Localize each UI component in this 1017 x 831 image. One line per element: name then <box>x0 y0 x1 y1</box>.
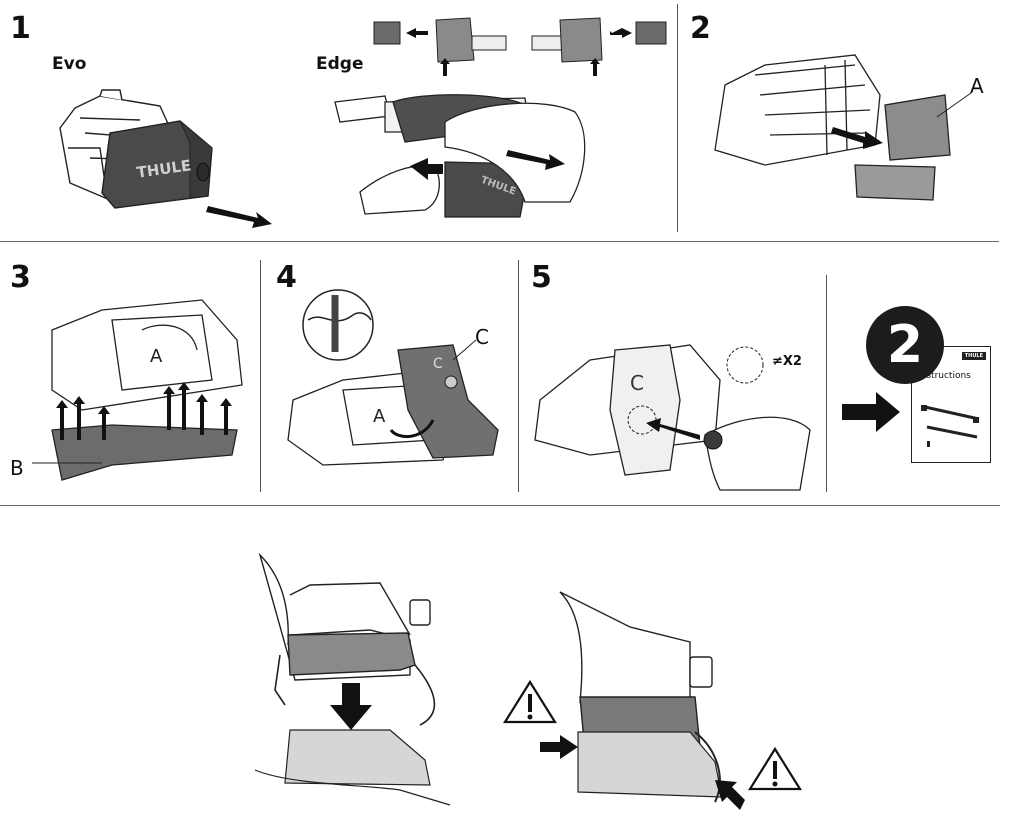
row-divider-top <box>0 241 999 242</box>
step4-step5-divider <box>518 260 519 492</box>
roof-left <box>284 729 431 786</box>
warning-arrow-left <box>540 735 578 759</box>
step-number-2: 2 <box>690 11 711 46</box>
callout-b: B <box>10 456 24 480</box>
step5-illustration: C <box>534 344 811 491</box>
step5-letter-c: C <box>630 371 644 395</box>
step4-curve-arrow <box>389 419 435 439</box>
step3-letter-a: A <box>150 346 163 367</box>
callout-c: C <box>475 325 489 349</box>
instructions-brand: THULE <box>961 352 986 360</box>
down-arrow-icon <box>330 683 372 730</box>
instructions-title: Instructions <box>918 371 971 381</box>
step3-step4-divider <box>260 260 261 492</box>
step5-bracket <box>609 344 681 476</box>
callout-a: A <box>970 74 984 98</box>
step4-letter-c: C <box>433 356 443 372</box>
label-edge: Edge <box>316 54 364 74</box>
step2-illustration <box>714 54 972 201</box>
warning-arrow-right <box>715 780 745 810</box>
evo-slide-arrow <box>206 206 272 228</box>
detail-arrow-left <box>406 28 428 38</box>
next-step-arrow-icon <box>842 392 900 432</box>
roof-right <box>577 731 723 798</box>
step5-hand <box>704 416 811 491</box>
label-evo: Evo <box>52 54 87 74</box>
callout-a-leader <box>936 92 972 118</box>
dashed-circle-icon <box>726 346 764 384</box>
edge-detail-right <box>531 17 667 76</box>
label-times-two: ≠X2 <box>772 354 802 369</box>
detail-arrow-up-2 <box>590 58 600 76</box>
edge-push-arrow <box>410 158 443 180</box>
step3-illustration: A <box>32 299 243 481</box>
step4-bracket <box>397 344 499 459</box>
next-step-badge: 2 <box>866 306 944 384</box>
step-number-4: 4 <box>276 260 297 295</box>
instructions-bars-icon <box>921 405 980 447</box>
row-divider-bottom <box>0 505 1000 506</box>
step4-letter-a: A <box>373 406 386 427</box>
pad-left <box>287 632 416 676</box>
step5-arrow <box>646 418 700 440</box>
step1-step2-divider <box>677 4 678 232</box>
step3-up-arrows <box>56 382 232 440</box>
step2-bracket <box>884 94 951 161</box>
step4-illustration: A C <box>287 289 499 466</box>
edge-foot-illustration: THULE <box>334 94 586 218</box>
step-number-5: 5 <box>531 260 552 295</box>
step3-base <box>51 424 238 481</box>
detail-arrow-right <box>610 28 632 38</box>
fit-detail-left <box>254 552 451 806</box>
step2-arrow <box>831 127 883 149</box>
step-number-3: 3 <box>10 260 31 295</box>
edge-slide-arrow <box>506 150 565 170</box>
fit-detail-right <box>503 591 802 810</box>
callout-c-leader <box>452 339 477 361</box>
evo-foot-illustration: THULE <box>59 89 272 228</box>
step5-next-divider <box>826 275 827 492</box>
step-number-1: 1 <box>10 11 31 46</box>
detail-arrow-up-1 <box>440 58 450 76</box>
edge-detail-left <box>373 17 507 76</box>
